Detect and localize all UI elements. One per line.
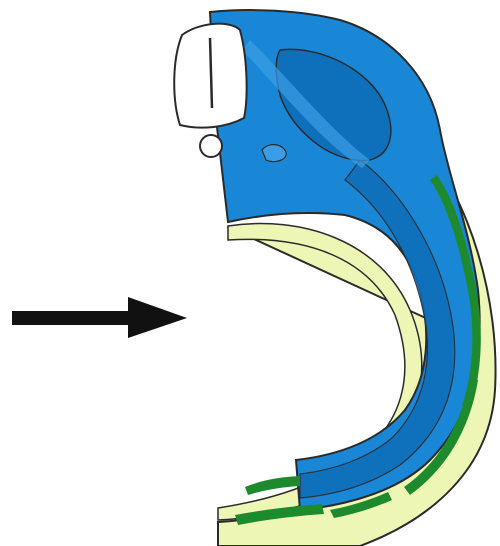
arrow-shaft (12, 311, 137, 325)
right-arrow-icon (12, 297, 187, 338)
small-white-circle (200, 135, 222, 157)
head-nodule (262, 145, 286, 162)
arrow-head (128, 297, 187, 338)
